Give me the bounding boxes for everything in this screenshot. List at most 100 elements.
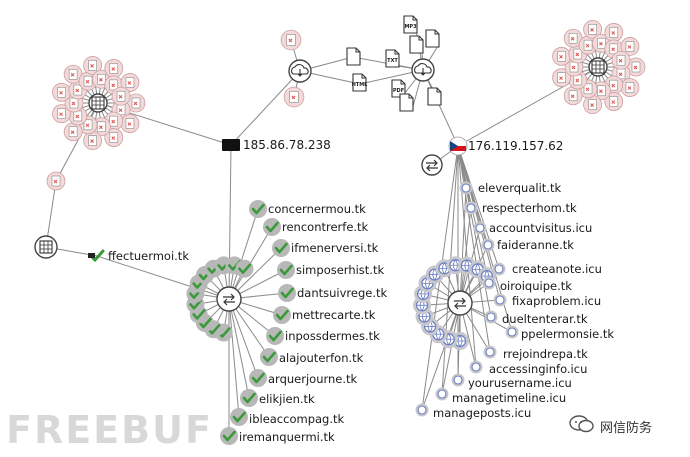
flag-icon-czech [448,136,468,156]
file-node [583,95,602,115]
globe-node [435,387,449,401]
swap-hub-ip-right [421,154,443,176]
edge [228,298,250,399]
globe-node [493,293,507,307]
file-node [46,171,66,191]
cloud-hub-left [288,59,312,83]
flag-icon-black [222,139,240,151]
file-node [604,23,624,42]
file-cluster-hub-right [588,57,608,77]
right-domain-label[interactable]: manageposts.icu [433,406,532,420]
globe-node [505,325,519,339]
edge [457,145,490,284]
cloud-hub-right [411,58,435,82]
left-domain-label[interactable]: elikjien.tk [259,392,315,406]
globe-node [464,201,478,215]
ip-label-176[interactable]: 176.119.157.62 [468,139,564,153]
file-node [620,78,640,97]
file-node [52,104,71,124]
globe-node [469,360,483,374]
right-domain-label[interactable]: dueltenterar.tk [502,312,588,326]
file-node [611,50,631,70]
file-node [626,57,646,77]
file-node [120,114,140,133]
check-node [249,200,267,218]
right-domain-label[interactable]: managetimeline.icu [452,391,567,405]
file-node [83,131,102,151]
edge [457,145,492,318]
file-node [552,46,571,66]
wechat-icon [569,415,594,433]
file-cluster-hub-left [88,93,108,113]
edge [228,298,259,379]
domain-label-ffectuermoi[interactable]: ffectuermoi.tk [108,249,189,263]
globe-node [482,276,496,290]
svg-text:MP3: MP3 [404,24,417,30]
edge [421,302,461,411]
right-domain-label[interactable]: accessinginfo.icu [489,362,588,376]
swap-hub-right [447,290,473,316]
code-file-icon [409,35,424,54]
left-domain-label[interactable]: simposerhist.tk [296,263,385,277]
check-node-ffectuermoi [88,249,105,263]
file-node [104,128,124,147]
globe-node [484,310,498,324]
left-domain-label[interactable]: arquerjourne.tk [268,372,358,386]
left-domain-label[interactable]: rencontrerfe.tk [282,220,369,234]
file-node [552,68,571,88]
right-domain-label[interactable]: oiroiquipe.tk [500,279,572,293]
left-domain-label[interactable]: iremanquermi.tk [239,430,335,444]
check-node [220,427,238,445]
left-domain-label[interactable]: alajouterfon.tk [279,351,364,365]
svg-text:PDF: PDF [393,88,404,94]
left-domain-label[interactable]: ibleaccompag.tk [249,412,345,426]
svg-text:HTML: HTML [352,82,369,88]
html-file-icon: HTML [352,73,369,92]
right-domain-label[interactable]: faideranne.tk [497,238,574,252]
file-node [583,19,602,39]
check-node [235,259,254,278]
file-node [111,86,131,106]
check-node [240,389,258,407]
right-domain-label[interactable]: ppelermonsie.tk [521,327,615,341]
left-domain-label[interactable]: ifmenerversi.tk [291,241,379,255]
file-node [63,122,83,142]
check-node [272,239,290,257]
right-domain-label[interactable]: accountvisitus.icu [489,221,593,235]
globe-node [415,403,429,417]
edge [228,298,240,418]
globe-node [481,238,495,252]
check-node [277,261,295,279]
left-domain-label[interactable]: dantsuivrege.tk [297,286,388,300]
ip-label-185[interactable]: 185.86.78.238 [243,138,331,152]
check-node [266,327,284,345]
check-node [273,306,291,324]
check-node [230,408,248,426]
wangxin-watermark: 网信防务 [600,421,653,436]
swap-hub-left [216,286,242,312]
edge [228,208,259,300]
right-domain-label[interactable]: rrejoindrepa.tk [503,347,588,361]
file-node [283,86,305,108]
txt-file-icon: TXT [385,49,400,68]
check-node [249,369,267,387]
file-node [52,82,71,102]
right-domain-label[interactable]: createanote.icu [512,262,602,276]
left-domain-label[interactable]: inpossdermes.tk [285,329,380,343]
right-domain-label[interactable]: eleverqualit.tk [478,181,562,195]
document-icon [425,29,440,48]
file-node [280,29,302,51]
left-domain-label[interactable]: concernermou.tk [268,202,366,216]
edge [228,144,232,300]
left-domain-label[interactable]: mettrecarte.tk [292,308,376,322]
file-node [620,37,640,56]
edge [457,145,477,368]
right-domain-label[interactable]: respecterhom.tk [482,201,577,215]
globe-node [473,221,487,235]
edge [441,302,461,395]
globe-node [451,373,465,387]
right-domain-label[interactable]: yourusername.icu [468,376,572,390]
freebuf-watermark: FREEBUF [6,408,213,452]
right-domain-label[interactable]: fixaproblem.icu [512,294,602,308]
